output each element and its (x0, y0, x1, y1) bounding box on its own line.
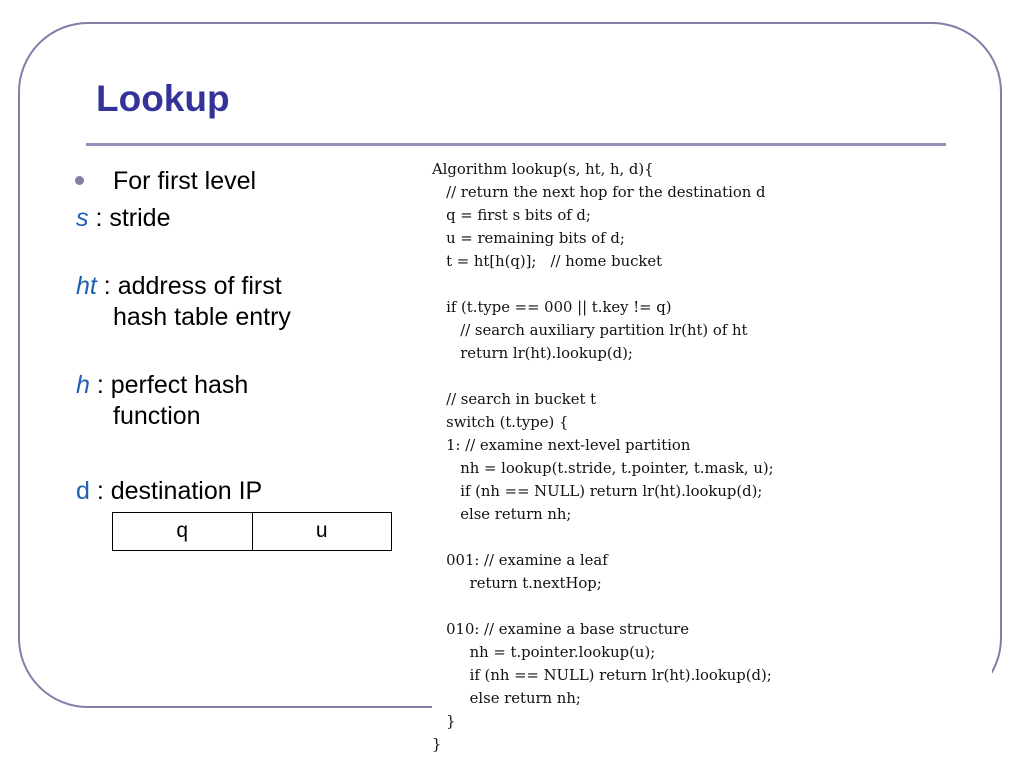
def-hash-function: h : perfect hash (76, 370, 248, 400)
code-line: nh = t.pointer.lookup(u); (432, 644, 656, 661)
code-line: u = remaining bits of d; (432, 230, 625, 247)
def-var: ht (76, 272, 97, 300)
bitfield-q: q (176, 519, 189, 542)
slide-title: Lookup (96, 78, 230, 119)
def-destination: d : destination IP (76, 476, 262, 506)
code-line: if (nh == NULL) return lr(ht).lookup(d); (432, 667, 772, 684)
def-hash-table: ht : address of first (76, 271, 282, 301)
code-line: if (t.type == 000 || t.key != q) (432, 299, 672, 316)
code-line: return t.nextHop; (432, 575, 602, 592)
def-var: h (76, 371, 90, 399)
def-text: : destination IP (89, 477, 263, 505)
def-hash-table-cont: hash table entry (113, 303, 291, 331)
code-line: } (432, 713, 456, 730)
code-line: if (nh == NULL) return lr(ht).lookup(d); (432, 483, 763, 500)
def-var: s (76, 204, 89, 232)
def-text: : perfect hash (89, 371, 249, 399)
algorithm-code-block: Algorithm lookup(s, ht, h, d){ // return… (432, 158, 992, 758)
bullet-text: For first level (113, 167, 257, 195)
code-line: 1: // examine next-level partition (432, 437, 691, 454)
code-line: nh = lookup(t.stride, t.pointer, t.mask,… (432, 460, 774, 477)
def-text: : stride (88, 204, 171, 232)
code-line: } (432, 736, 442, 753)
bitfield-u: u (251, 513, 392, 550)
code-line: 010: // examine a base structure (432, 621, 690, 638)
bullet-dot-icon (75, 176, 84, 185)
def-text: : address of first (96, 272, 282, 300)
code-line: q = first s bits of d; (432, 207, 591, 224)
def-var: d (76, 477, 90, 505)
bitfield-diagram: q u (112, 512, 392, 551)
title-divider (86, 143, 946, 146)
code-line: // return the next hop for the destinati… (432, 184, 766, 201)
code-line: return lr(ht).lookup(d); (432, 345, 633, 362)
code-line: t = ht[h(q)]; // home bucket (432, 253, 663, 270)
code-line: // search auxiliary partition lr(ht) of … (432, 322, 748, 339)
code-line: else return nh; (432, 506, 572, 523)
code-line: switch (t.type) { (432, 414, 569, 431)
code-line: else return nh; (432, 690, 581, 707)
code-line: 001: // examine a leaf (432, 552, 608, 569)
code-line: // search in bucket t (432, 391, 597, 408)
code-line: Algorithm lookup(s, ht, h, d){ (432, 161, 654, 178)
def-hash-function-cont: function (113, 402, 201, 430)
def-stride: s : stride (76, 203, 170, 233)
